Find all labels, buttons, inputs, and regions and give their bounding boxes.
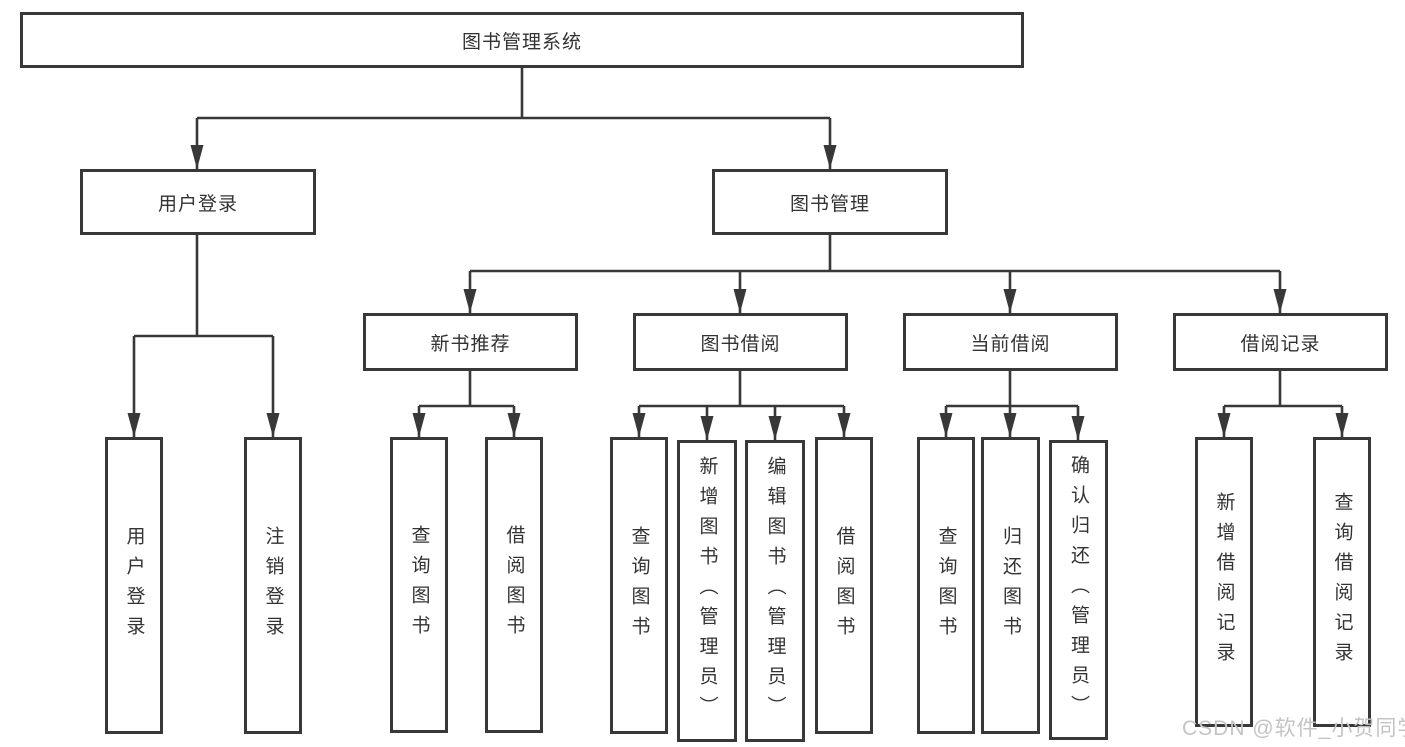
node-borrow-records: 借阅记录 — [1173, 313, 1388, 371]
leaf-logout: 注销登录 — [244, 437, 302, 734]
watermark: CSDN @软件_小贺同学 — [1182, 717, 1405, 740]
leaf-user-login: 用户登录 — [105, 437, 163, 734]
node-book-borrow: 图书借阅 — [633, 313, 848, 371]
leaf-add-borrow-record: 新增借阅记录 — [1195, 437, 1253, 727]
node-user-login: 用户登录 — [80, 169, 316, 235]
node-root: 图书管理系统 — [20, 12, 1024, 68]
node-new-book-recommend: 新书推荐 — [363, 313, 578, 371]
leaf-borrow-books-1: 借阅图书 — [485, 437, 543, 733]
leaf-query-books-2: 查询图书 — [610, 437, 668, 734]
leaf-query-books-3: 查询图书 — [917, 437, 975, 734]
node-book-management: 图书管理 — [712, 169, 948, 235]
leaf-edit-book-admin: 编辑图书（管理员） — [745, 440, 805, 742]
leaf-query-borrow-record: 查询借阅记录 — [1313, 437, 1371, 727]
leaf-add-book-admin: 新增图书（管理员） — [677, 440, 737, 742]
leaf-return-book: 归还图书 — [981, 437, 1040, 734]
leaf-borrow-books-2: 借阅图书 — [815, 437, 873, 734]
leaf-query-books-1: 查询图书 — [390, 437, 448, 733]
leaf-confirm-return-admin: 确认归还（管理员） — [1049, 440, 1108, 740]
node-current-borrow: 当前借阅 — [903, 313, 1118, 371]
